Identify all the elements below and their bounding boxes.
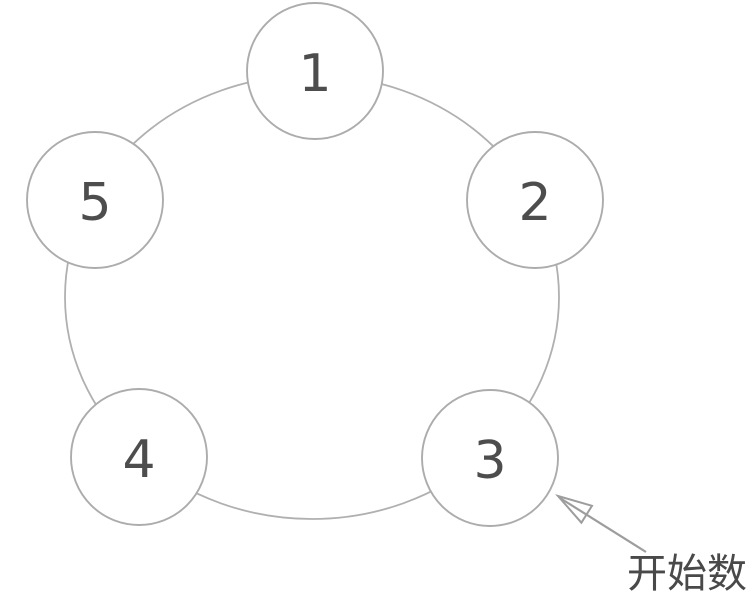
annotation-label: 开始数 [627, 551, 747, 597]
node-1-label: 1 [298, 44, 331, 104]
node-2-label: 2 [518, 173, 551, 233]
node-2: 2 [466, 131, 604, 269]
node-3-label: 3 [473, 431, 506, 491]
node-4-label: 4 [122, 430, 155, 490]
node-1-circle [246, 2, 384, 140]
node-3: 3 [421, 389, 559, 527]
node-1: 1 [246, 2, 384, 140]
node-2-circle [466, 131, 604, 269]
node-4: 4 [70, 388, 208, 526]
node-5: 5 [26, 131, 164, 269]
arrow-head-icon [555, 494, 594, 525]
node-5-label: 5 [78, 173, 111, 233]
start-annotation: 开始数 [555, 494, 747, 597]
node-3-circle [421, 389, 559, 527]
node-5-circle [26, 131, 164, 269]
arrow-shaft [559, 497, 647, 553]
node-4-circle [70, 388, 208, 526]
